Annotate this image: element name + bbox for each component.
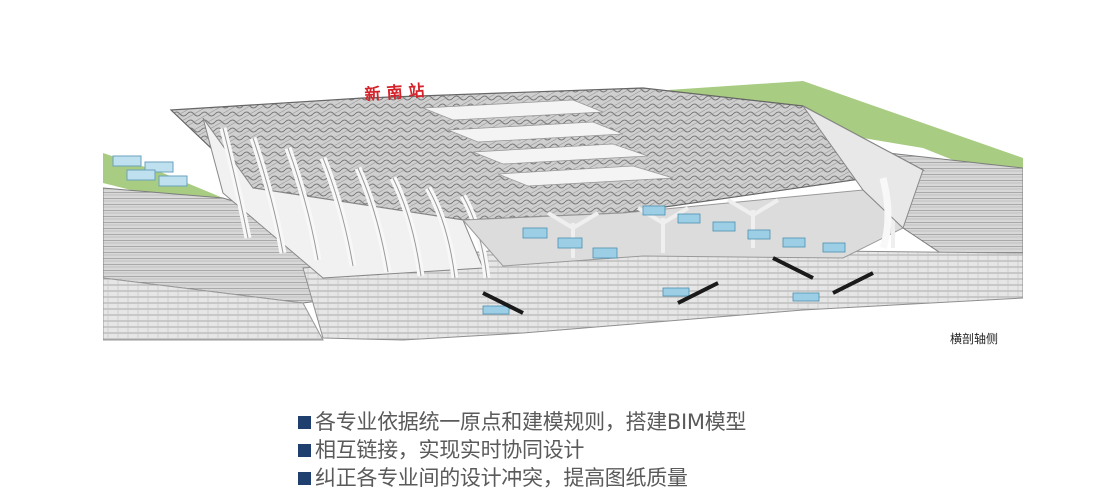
glass-gates [482,205,846,315]
bullet-item: 相互链接，实现实时协同设计 [298,436,746,464]
bullet-item: 纠正各专业间的设计冲突，提高图纸质量 [298,464,746,492]
bullet-square-icon [298,443,311,457]
station-signage: 新南站 [364,80,431,104]
bullet-item: 各专业依据统一原点和建模规则，搭建BIM模型 [298,408,746,436]
bullet-text: 纠正各专业间的设计冲突，提高图纸质量 [315,466,688,490]
bullet-text: 相互链接，实现实时协同设计 [315,438,585,462]
station-axonometric-render: 新南站 [103,78,1023,344]
right-facade [802,105,924,229]
bullet-text: 各专业依据统一原点和建模规则，搭建BIM模型 [315,410,747,434]
escalators [482,256,874,315]
figure-caption: 横剖轴侧 [950,332,999,346]
bullet-square-icon [298,415,311,429]
forecourt-glass-blocks [112,155,188,187]
bullet-square-icon [298,471,311,485]
bullet-list: 各专业依据统一原点和建模规则，搭建BIM模型 相互链接，实现实时协同设计 纠正各… [298,408,746,492]
roof-skylights [422,99,674,187]
